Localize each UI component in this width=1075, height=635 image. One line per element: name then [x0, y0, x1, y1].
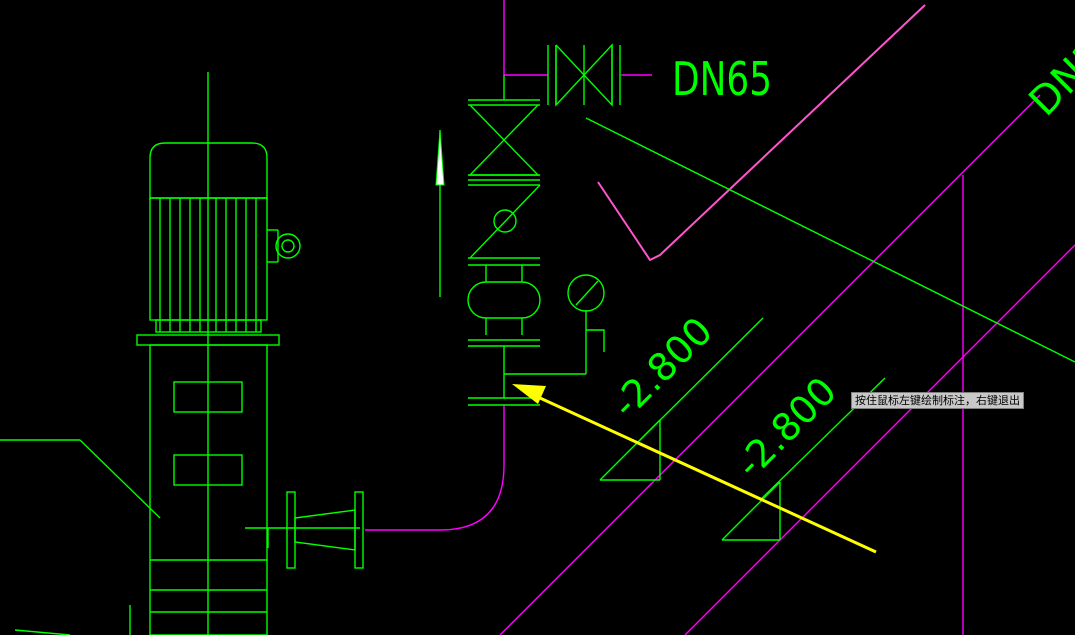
elevation-label-2: -2.800 — [727, 369, 845, 487]
elevation-marker-1 — [599, 317, 764, 481]
pipe-size-label-partial: DN1 — [1021, 32, 1075, 125]
gate-valve-horizontal — [547, 43, 621, 107]
vertical-pump — [136, 72, 364, 635]
elevation-label-1: -2.800 — [603, 309, 721, 427]
status-tooltip: 按住鼠标左键绘制标注，右键退出 — [851, 392, 1024, 409]
pipe-size-label: DN65 — [672, 52, 772, 106]
flow-arrow — [435, 129, 445, 297]
valve-stack — [467, 75, 605, 406]
leader-lines — [0, 117, 1075, 635]
annotation-arrow — [512, 384, 877, 554]
